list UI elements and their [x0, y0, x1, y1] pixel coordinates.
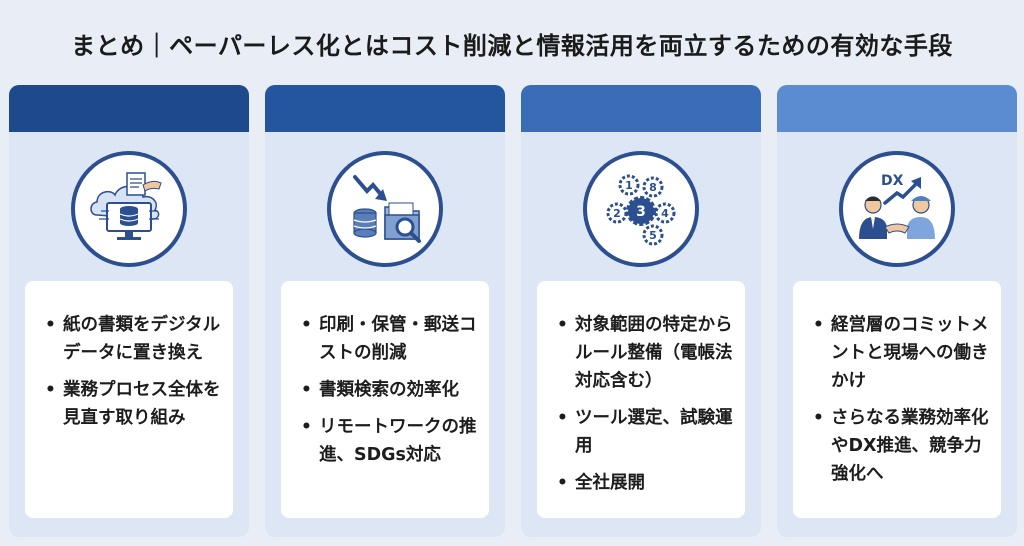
- dx-badge: DX: [881, 173, 904, 189]
- bullet-item: 業務プロセス全体を見直す取り組み: [39, 376, 223, 432]
- bullet-item: リモートワークの推進、SDGs対応: [295, 413, 479, 469]
- cloud-database-monitor-icon: [71, 151, 187, 267]
- summary-cards: 紙の書類をデジタルデータに置き換え 業務プロセス全体を見直す取り組み: [9, 85, 1017, 537]
- gear-number: 2: [613, 207, 621, 220]
- numbered-gears-icon: 1 2 3 4 5 8: [583, 151, 699, 267]
- card-text-box: 経営層のコミットメントと現場への働きかけ さらなる業務効率化やDX推進、競争力強…: [793, 281, 1001, 518]
- card-benefits: 印刷・保管・郵送コストの削減 書類検索の効率化 リモートワークの推進、SDGs対…: [265, 85, 505, 537]
- gear-number: 8: [649, 181, 657, 194]
- page-title: まとめ｜ペーパーレス化とはコスト削減と情報活用を両立するための有効な手段: [71, 32, 953, 60]
- card-header: [9, 85, 249, 132]
- dx-handshake-icon: DX: [839, 151, 955, 267]
- card-header: [777, 85, 1017, 132]
- card-steps: 1 2 3 4 5 8 対象範囲の特定からルール整備（電帳法対応含む） ツール選…: [521, 85, 761, 537]
- bullet-item: 書類検索の効率化: [295, 376, 479, 404]
- bullet-item: 経営層のコミットメントと現場への働きかけ: [807, 311, 991, 395]
- cost-down-folder-search-icon: [327, 151, 443, 267]
- gear-number: 3: [636, 204, 646, 220]
- gear-number: 5: [649, 229, 657, 242]
- bullet-item: 印刷・保管・郵送コストの削減: [295, 311, 479, 367]
- card-digitization: 紙の書類をデジタルデータに置き換え 業務プロセス全体を見直す取り組み: [9, 85, 249, 537]
- card-text-box: 印刷・保管・郵送コストの削減 書類検索の効率化 リモートワークの推進、SDGs対…: [281, 281, 489, 518]
- bullet-item: ツール選定、試験運用: [551, 404, 735, 460]
- gear-number: 4: [661, 207, 669, 220]
- card-header: [265, 85, 505, 132]
- card-header: [521, 85, 761, 132]
- card-text-box: 対象範囲の特定からルール整備（電帳法対応含む） ツール選定、試験運用 全社展開: [537, 281, 745, 518]
- bullet-item: 対象範囲の特定からルール整備（電帳法対応含む）: [551, 311, 735, 395]
- gear-number: 1: [625, 179, 633, 192]
- bullet-item: 紙の書類をデジタルデータに置き換え: [39, 311, 223, 367]
- bullet-item: さらなる業務効率化やDX推進、競争力強化へ: [807, 404, 991, 488]
- bullet-item: 全社展開: [551, 469, 735, 497]
- card-success: DX 経営層のコミットメントと現場への働きかけ さらなる業務効率化やDX推進、競…: [777, 85, 1017, 537]
- card-text-box: 紙の書類をデジタルデータに置き換え 業務プロセス全体を見直す取り組み: [25, 281, 233, 518]
